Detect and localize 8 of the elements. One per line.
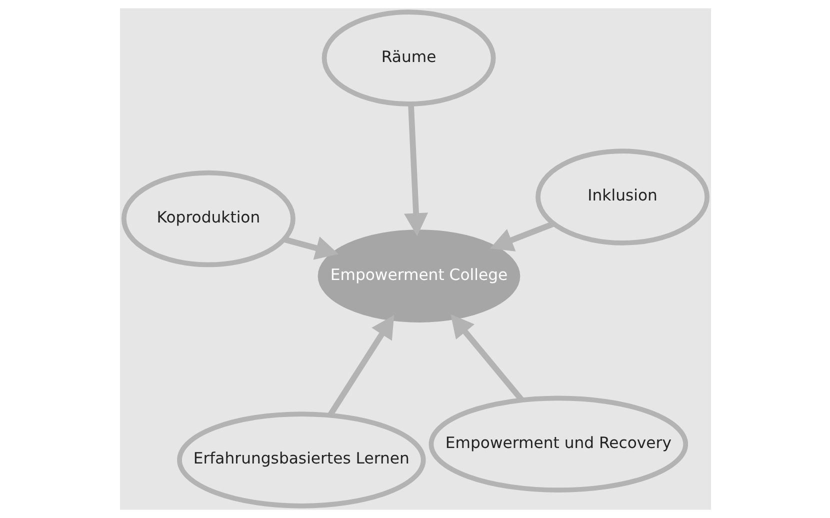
node-ellipse: Räume [321,10,496,106]
node-ellipse: Inklusion [535,148,710,246]
arrow [404,104,428,236]
arrow [282,236,338,260]
node-ellipse: Empowerment und Recovery [428,396,688,493]
node-ellipse: Koproduktion [120,170,295,268]
node-ellipse: Erfahrungsbasiertes Lernen [176,412,426,508]
arrow [490,221,554,252]
